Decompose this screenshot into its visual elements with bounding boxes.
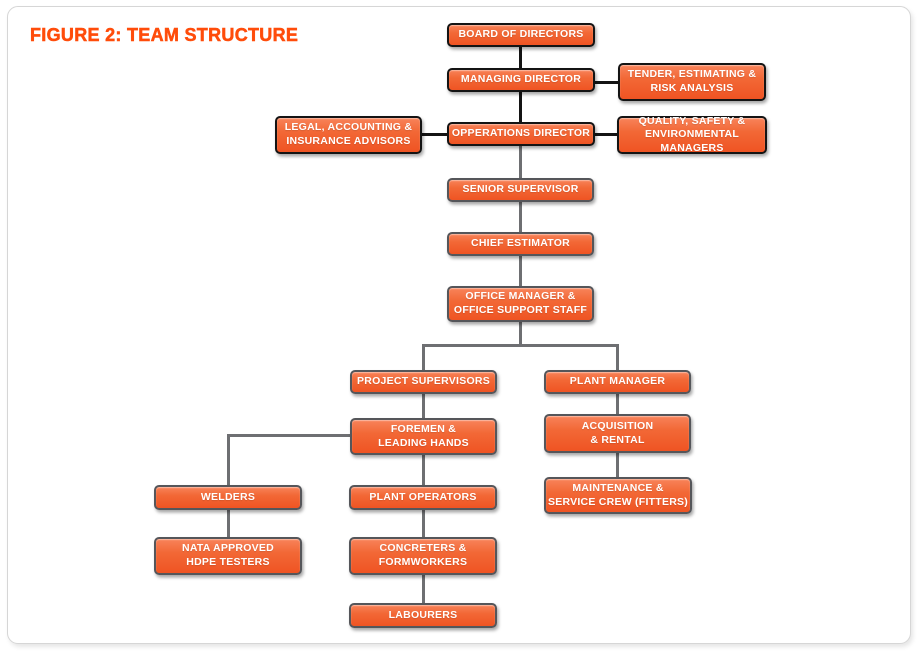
connector-managing-opperations bbox=[519, 91, 522, 123]
node-acquisition-rental: ACQUISITION & RENTAL bbox=[544, 414, 691, 453]
connector-plant-manager-acquisition bbox=[616, 393, 619, 414]
connector-office-split bbox=[519, 321, 522, 346]
connector-split-bar bbox=[422, 344, 619, 347]
connector-senior-chief bbox=[519, 201, 522, 232]
connector-project-foremen bbox=[422, 393, 425, 418]
node-tender-estimating-risk-analysis: TENDER, ESTIMATING & RISK ANALYSIS bbox=[618, 63, 766, 101]
node-managing-director: MANAGING DIRECTOR bbox=[447, 68, 595, 92]
node-legal-accounting-insurance-advisors: LEGAL, ACCOUNTING & INSURANCE ADVISORS bbox=[275, 116, 422, 154]
connector-opperations-quality bbox=[594, 133, 619, 136]
connector-plant-operators-concreters bbox=[422, 509, 425, 537]
connector-foremen-welders-vertical bbox=[227, 434, 230, 485]
node-plant-operators: PLANT OPERATORS bbox=[349, 485, 497, 510]
connector-chief-office bbox=[519, 255, 522, 286]
node-welders: WELDERS bbox=[154, 485, 302, 510]
node-senior-supervisor: SENIOR SUPERVISOR bbox=[447, 178, 594, 202]
connector-split-plant-manager bbox=[616, 344, 619, 370]
connector-opperations-senior bbox=[519, 145, 522, 178]
node-foremen-leading-hands: FOREMEN & LEADING HANDS bbox=[350, 418, 497, 455]
figure-title: FIGURE 2: TEAM STRUCTURE bbox=[30, 25, 299, 46]
connector-foremen-welders-horizontal bbox=[227, 434, 350, 437]
node-opperations-director: OPPERATIONS DIRECTOR bbox=[447, 122, 595, 146]
connector-concreters-labourers bbox=[422, 574, 425, 603]
connector-legal-opperations bbox=[421, 133, 448, 136]
node-plant-manager: PLANT MANAGER bbox=[544, 370, 691, 394]
node-labourers: LABOURERS bbox=[349, 603, 497, 628]
connector-board-managing bbox=[519, 46, 522, 69]
connector-foremen-plant-operators bbox=[422, 454, 425, 485]
node-nata-approved-hdpe-testers: NATA APPROVED HDPE TESTERS bbox=[154, 537, 302, 575]
node-project-supervisors: PROJECT SUPERVISORS bbox=[350, 370, 497, 394]
node-office-manager-support-staff: OFFICE MANAGER & OFFICE SUPPORT STAFF bbox=[447, 286, 594, 322]
connector-managing-tender bbox=[594, 81, 620, 84]
node-concreters-formworkers: CONCRETERS & FORMWORKERS bbox=[349, 537, 497, 575]
node-quality-safety-environmental-managers: QUALITY, SAFETY & ENVIRONMENTAL MANAGERS bbox=[617, 115, 767, 154]
connector-split-project bbox=[422, 344, 425, 370]
connector-welders-nata bbox=[227, 509, 230, 537]
connector-acquisition-maintenance bbox=[616, 452, 619, 477]
node-board-of-directors: BOARD OF DIRECTORS bbox=[447, 23, 595, 47]
node-maintenance-service-crew-fitters: MAINTENANCE & SERVICE CREW (FITTERS) bbox=[544, 477, 692, 514]
node-chief-estimator: CHIEF ESTIMATOR bbox=[447, 232, 594, 256]
